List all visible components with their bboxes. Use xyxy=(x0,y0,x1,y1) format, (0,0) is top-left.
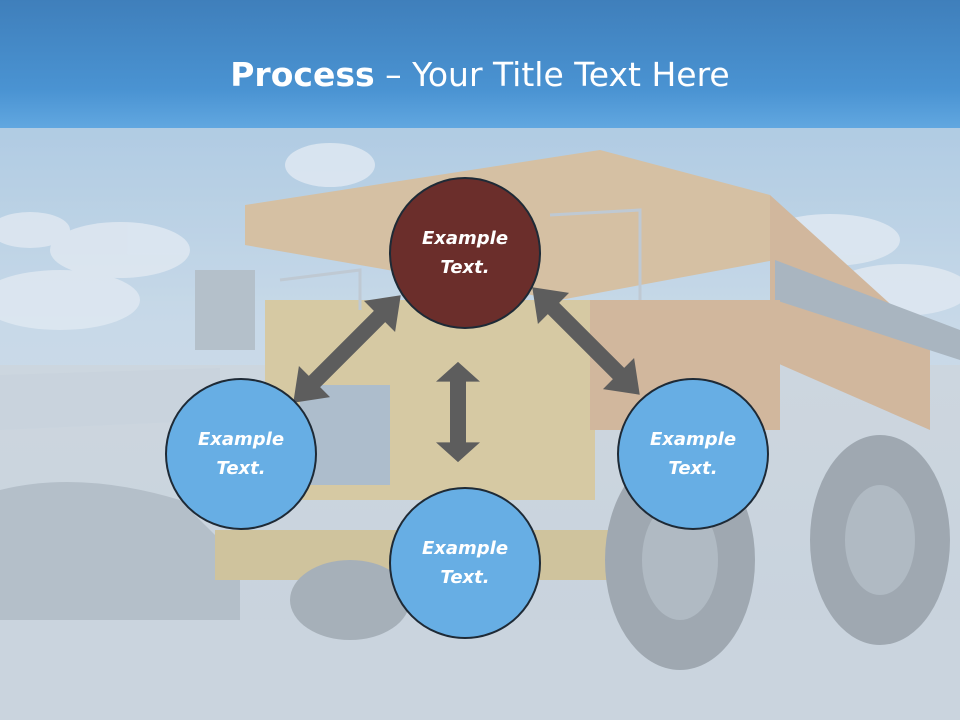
process-node-top-label: Example Text. xyxy=(421,228,509,278)
double-arrow-top-left xyxy=(293,295,401,403)
process-node-left[interactable]: Example Text. xyxy=(165,378,317,530)
process-node-bottom-label: Example Text. xyxy=(421,538,509,588)
double-arrow-vertical xyxy=(436,361,480,463)
slide-title: Process – Your Title Text Here xyxy=(0,54,960,96)
process-node-right-label: Example Text. xyxy=(649,429,737,479)
process-node-left-label: Example Text. xyxy=(197,429,285,479)
title-rest: – Your Title Text Here xyxy=(374,55,730,94)
title-bold: Process xyxy=(230,55,375,94)
process-node-top[interactable]: Example Text. xyxy=(389,177,541,329)
process-node-right[interactable]: Example Text. xyxy=(617,378,769,530)
title-bar xyxy=(0,0,960,128)
process-node-bottom[interactable]: Example Text. xyxy=(389,487,541,639)
double-arrow-top-right xyxy=(532,287,640,395)
